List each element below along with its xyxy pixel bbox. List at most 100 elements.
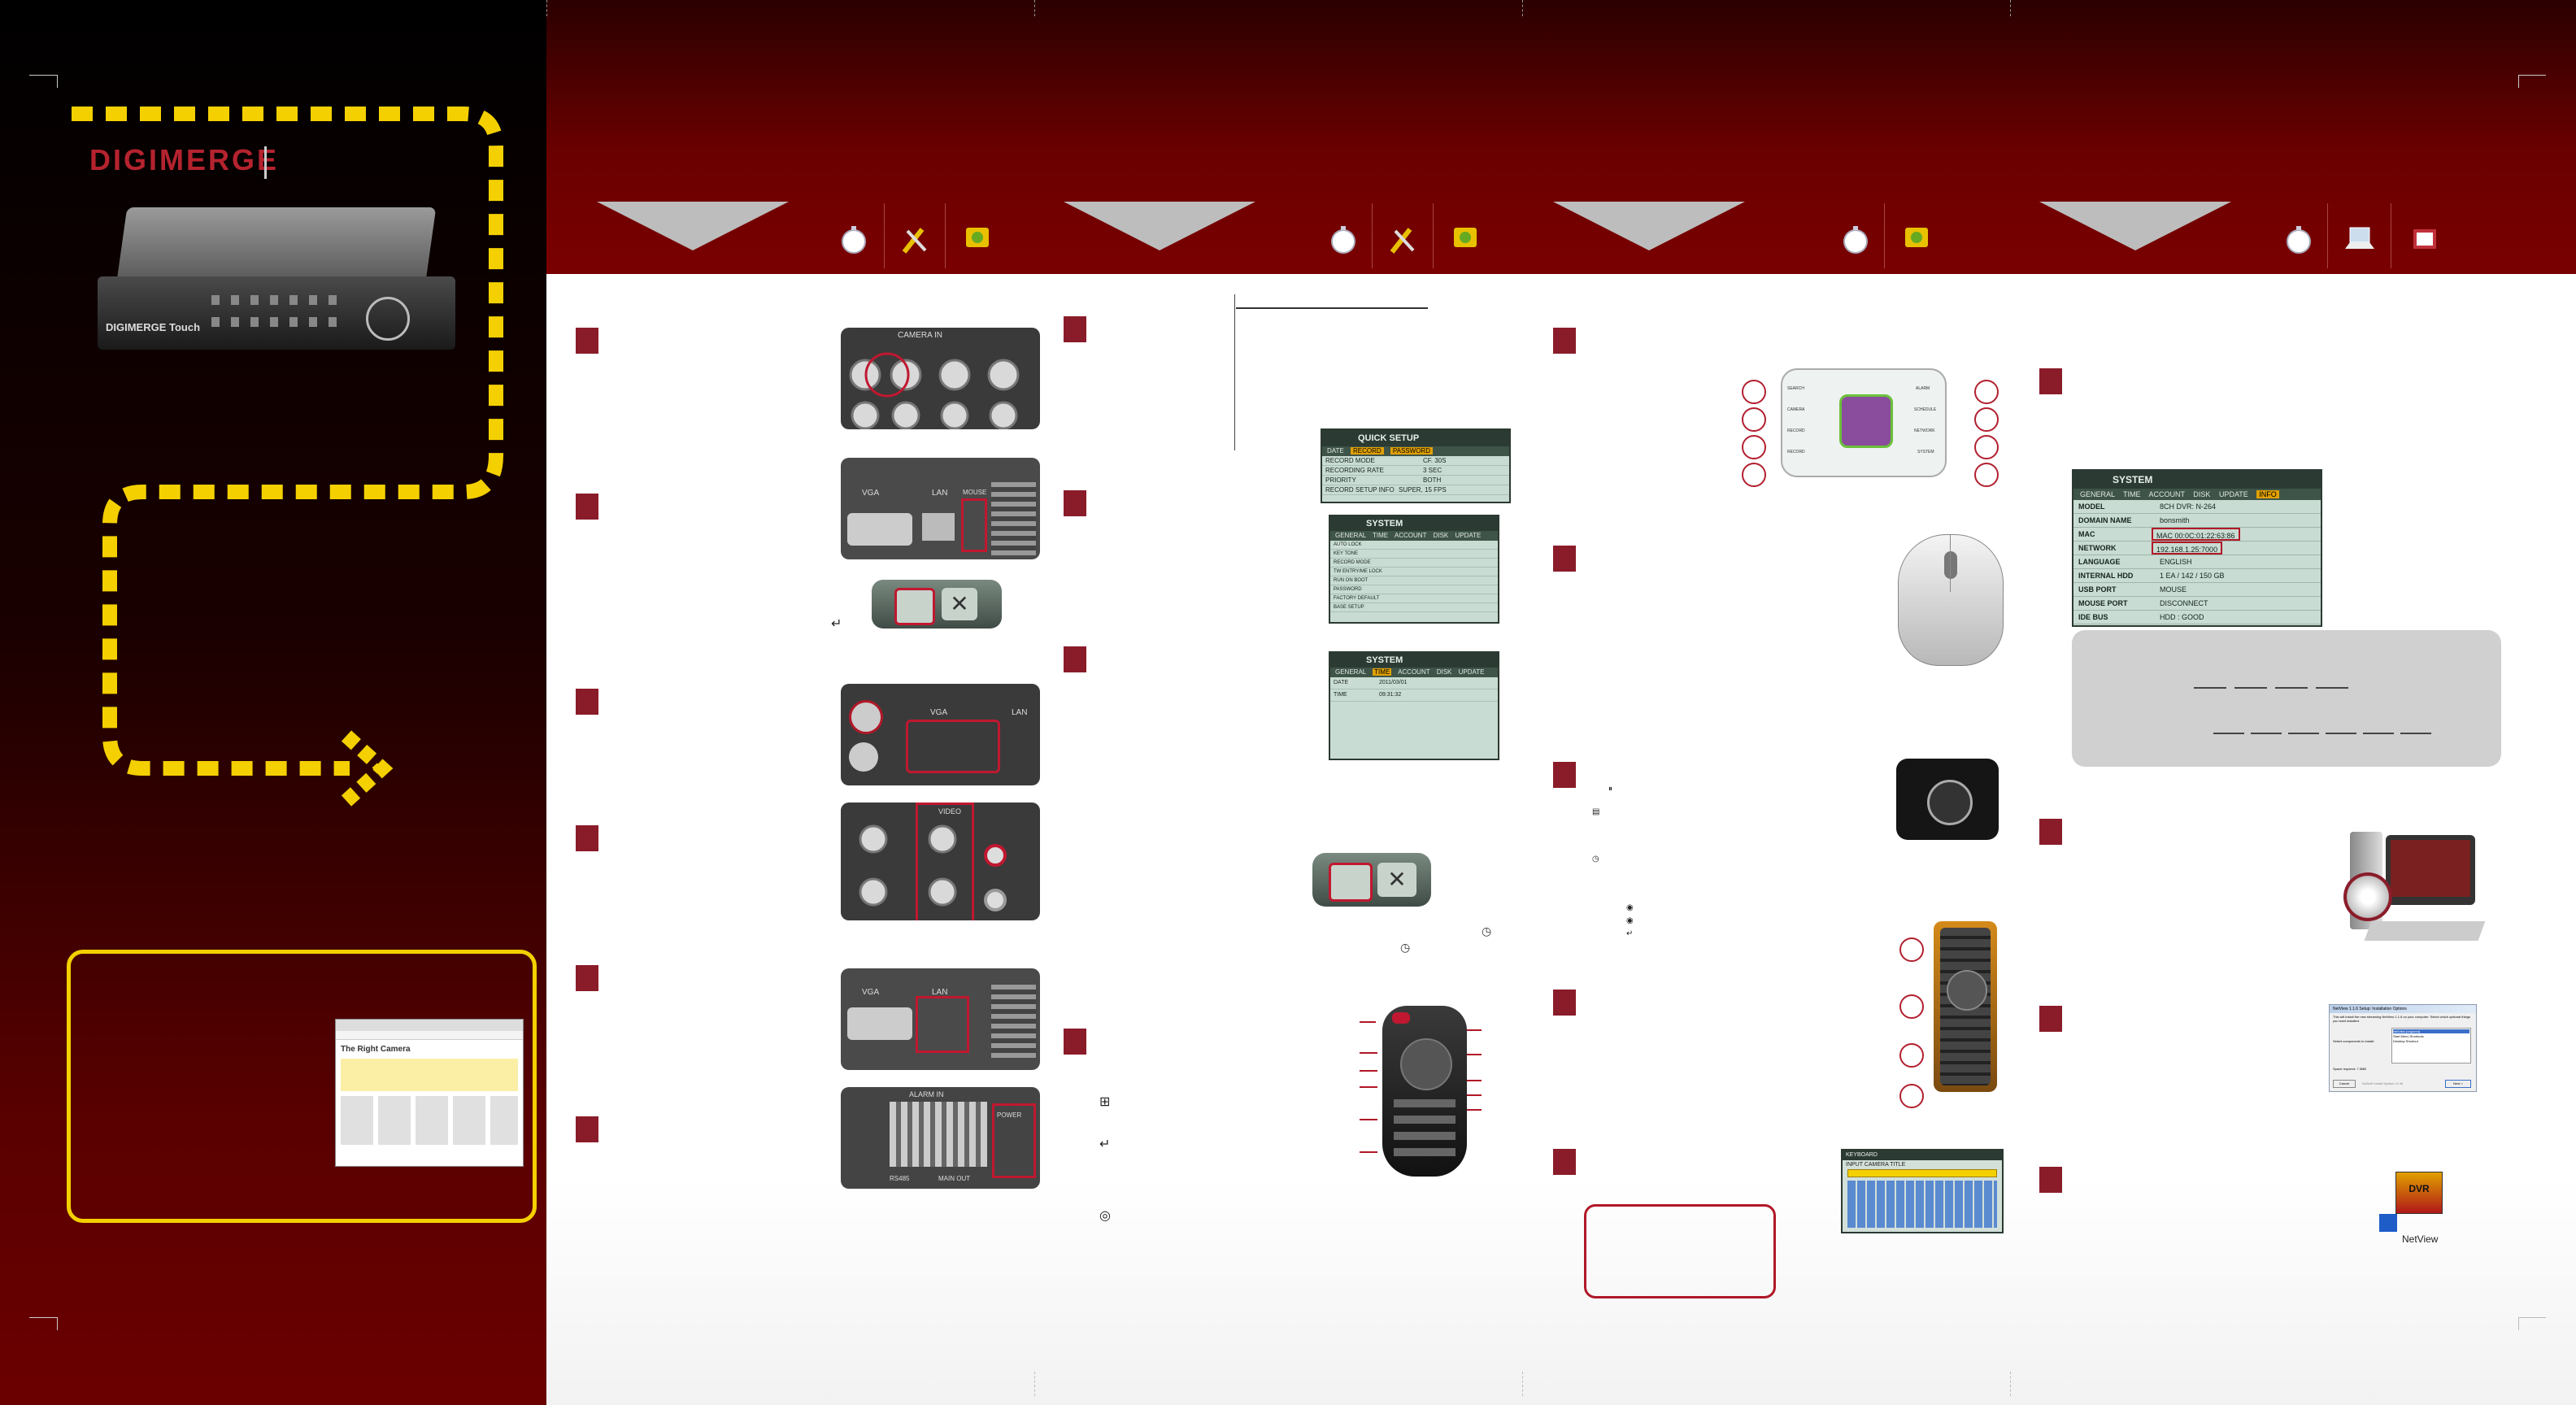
enter-icon: ↵: [831, 617, 842, 631]
callout-circle: [1899, 1084, 1924, 1108]
system-tabs: GENERAL TIME ACCOUNT DISK UPDATE INFO: [2073, 489, 2321, 500]
main-out-label: MAIN OUT: [938, 1175, 971, 1182]
crop-mark: [2518, 75, 2546, 76]
radio-icon: ◉: [1626, 903, 1634, 912]
dvr-app-icon[interactable]: DVR: [2395, 1172, 2443, 1214]
keyboard-field-label: INPUT CAMERA TITLE: [1846, 1162, 1906, 1168]
clock-icon: ◷: [1400, 941, 1411, 954]
remote-dpad: [1400, 1038, 1452, 1090]
step-number: [2039, 1167, 2062, 1193]
vga-label: VGA: [862, 489, 880, 498]
tab-time[interactable]: TIME: [1373, 532, 1389, 539]
list-item[interactable]: Start Menu Shortcuts: [2393, 1034, 2424, 1038]
step-number: [1064, 646, 1086, 672]
tab-update[interactable]: UPDATE: [1458, 668, 1485, 676]
dashed-route: [72, 107, 503, 807]
dvr-device-illustration: DIGIMERGE Touch: [98, 207, 455, 350]
tab-record[interactable]: RECORD: [1350, 447, 1384, 455]
tab-disk[interactable]: DISK: [1433, 532, 1449, 539]
instructions-area: CAMERA IN VGA LAN MOUSE ✕ ↵ VGA LAN VIDE…: [546, 274, 2576, 1405]
tab-info[interactable]: INFO: [1335, 542, 1351, 549]
menu-item-camera[interactable]: CAMERA: [1787, 407, 1805, 412]
video-label: VIDEO: [938, 807, 962, 816]
mac-address-highlight: MAC 00:0C:01:22:63:86: [2152, 528, 2240, 541]
jog-dial-photo: [1896, 759, 1999, 840]
menu-item-system[interactable]: SYSTEM: [1917, 450, 1934, 455]
vga-label: VGA: [930, 708, 948, 717]
menu-item-record[interactable]: RECORD: [1787, 450, 1805, 455]
installer-components-list[interactable]: NetView (required) Start Menu Shortcuts …: [2391, 1028, 2471, 1064]
tab-general[interactable]: GENERAL: [1335, 532, 1366, 539]
step-number: [1064, 490, 1086, 516]
video-output-photo: VIDEO: [841, 803, 1040, 920]
tab-info[interactable]: INFO: [1335, 678, 1351, 685]
tab-update[interactable]: UPDATE: [1455, 532, 1482, 539]
tab-time[interactable]: TIME: [2123, 490, 2141, 498]
next-button[interactable]: Next >: [2445, 1080, 2471, 1088]
quick-setup-title: QUICK SETUP: [1322, 430, 1509, 446]
menu-center-icon: [1839, 394, 1893, 448]
tab-time[interactable]: TIME: [1373, 668, 1392, 676]
menu-item-schedule[interactable]: SCHEDULE: [1914, 407, 1937, 412]
system-title: SYSTEM: [1330, 653, 1498, 668]
crop-mark: [57, 1317, 58, 1330]
list-item: RUN ON BOOT: [1330, 576, 1498, 585]
tab-disk[interactable]: DISK: [2193, 490, 2211, 498]
tab-general[interactable]: GENERAL: [2080, 490, 2115, 498]
tab-update[interactable]: UPDATE: [2218, 490, 2248, 498]
tab-password[interactable]: PASSWORD: [1390, 447, 1433, 455]
step-number: [2039, 1006, 2062, 1032]
step-number: [1553, 990, 1576, 1016]
tab-date[interactable]: DATE: [1327, 447, 1344, 455]
tab-account[interactable]: ACCOUNT: [1394, 532, 1427, 539]
enter-button: [1329, 863, 1373, 902]
tab-account[interactable]: ACCOUNT: [2148, 490, 2185, 498]
system-title: SYSTEM: [1330, 516, 1498, 531]
header-band: [546, 0, 2576, 274]
list-item[interactable]: NetView (required): [2393, 1029, 2469, 1033]
step-number: [1553, 328, 1576, 354]
tab-general[interactable]: GENERAL: [1335, 668, 1366, 676]
close-icon: ✕: [1377, 863, 1416, 897]
callout-circle: [1742, 380, 1766, 404]
crop-mark: [29, 1317, 57, 1318]
lan-label: LAN: [932, 489, 948, 498]
camera-in-photo: CAMERA IN: [841, 328, 1040, 429]
menu-item-network[interactable]: NETWORK: [1914, 428, 1935, 433]
menu-item-record[interactable]: RECORD: [1787, 428, 1805, 433]
tools-icon: [898, 223, 930, 255]
vga-label: VGA: [862, 988, 880, 997]
step-number: [2039, 819, 2062, 845]
search-icon: ◎: [1099, 1209, 1111, 1223]
system-general-screen: SYSTEM GENERAL TIME ACCOUNT DISK UPDATE …: [1329, 515, 1499, 624]
computer-cd-illustration: [2343, 832, 2488, 946]
cancel-button[interactable]: Cancel: [2333, 1080, 2356, 1088]
power-label: POWER: [997, 1111, 1022, 1119]
crop-mark: [2518, 1317, 2519, 1330]
tab-info[interactable]: INFO: [2256, 490, 2279, 498]
power-highlight: [992, 1103, 1036, 1178]
remote-control-illustration: [1382, 1006, 1467, 1177]
keyboard-keys[interactable]: [1847, 1181, 1997, 1228]
camera-title-input[interactable]: [1847, 1169, 1997, 1177]
crop-mark: [29, 75, 57, 76]
monitor-icon: [961, 223, 994, 255]
clock-icon: ◷: [1592, 855, 1599, 863]
callout-circle: [1742, 463, 1766, 487]
list-item[interactable]: Desktop Shortcut: [2393, 1039, 2418, 1043]
mouse-port-label: MOUSE: [963, 489, 987, 496]
main-menu-wheel: SEARCH CAMERA RECORD RECORD ALARM SCHEDU…: [1781, 368, 1947, 477]
netview-shortcut-label[interactable]: NetView: [2402, 1233, 2439, 1245]
tab-disk[interactable]: DISK: [1436, 668, 1452, 676]
list-item: KEY TONE: [1330, 550, 1498, 559]
menu-item-alarm[interactable]: ALARM: [1916, 386, 1930, 391]
menu-item-search[interactable]: SEARCH: [1787, 386, 1804, 391]
step-number: [1553, 762, 1576, 788]
remote-callout-arrows: [1360, 1021, 1482, 1153]
tab-account[interactable]: ACCOUNT: [1398, 668, 1430, 676]
pause-icon: ⏸: [1608, 785, 1612, 794]
